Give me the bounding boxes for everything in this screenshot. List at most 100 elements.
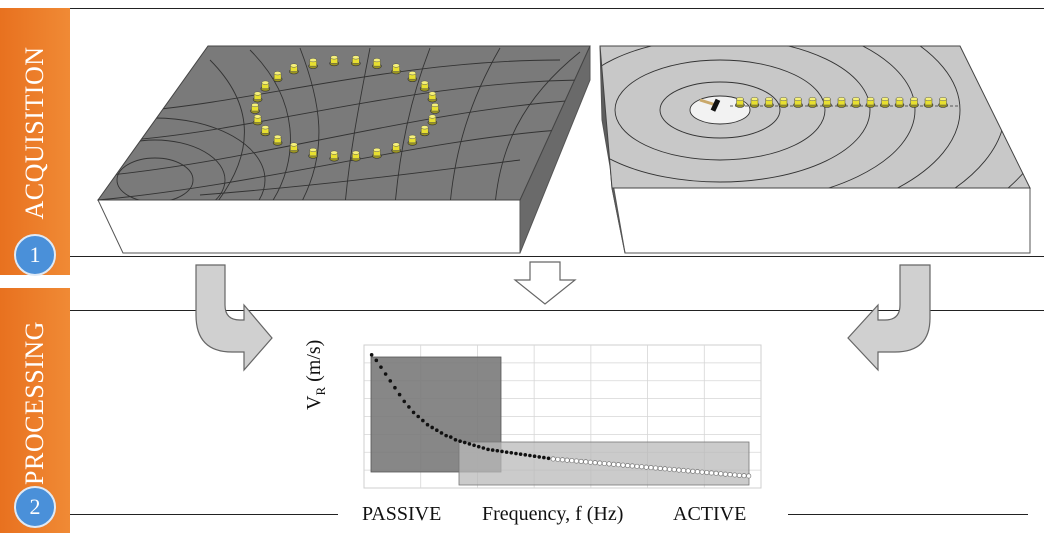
- passive-surface: [97, 45, 591, 201]
- passive-data-point: [542, 455, 546, 460]
- passive-geophone: [372, 58, 382, 69]
- top-border-line: [70, 8, 1044, 9]
- active-data-point: [559, 457, 566, 463]
- passive-data-point: [430, 425, 434, 430]
- active-data-point: [736, 472, 742, 478]
- passive-data-point: [462, 440, 467, 445]
- processing-top-line: [70, 310, 1044, 311]
- y-axis-label-main: V: [303, 395, 325, 410]
- active-data-point: [634, 463, 640, 469]
- hammer-head: [710, 98, 721, 112]
- active-data-point: [564, 457, 570, 463]
- passive-label: PASSIVE: [362, 503, 442, 525]
- active-data-point: [699, 469, 705, 475]
- passive-geophone: [329, 55, 339, 67]
- passive-data-point: [476, 444, 481, 449]
- passive-data-point: [504, 450, 509, 454]
- passive-geophone: [260, 80, 271, 92]
- passive-geophone: [419, 125, 430, 137]
- passive-geophone: [372, 147, 382, 159]
- active-geophone: [793, 96, 803, 108]
- active-data-point: [629, 463, 635, 469]
- passive-geophone: [427, 91, 438, 103]
- passive-data-point: [467, 442, 472, 446]
- passive-geophone: [427, 114, 438, 126]
- passive-geophone: [308, 58, 318, 69]
- active-data-point: [648, 465, 654, 471]
- active-data-point: [578, 458, 584, 464]
- passive-geophone: [308, 147, 318, 159]
- passive-data-point: [472, 443, 476, 448]
- active-data-point: [615, 462, 621, 468]
- y-axis-label: VR (m/s): [303, 340, 329, 410]
- active-data-point: [722, 471, 728, 477]
- active-geophone: [851, 96, 861, 108]
- active-data-point: [690, 468, 696, 474]
- active-geophone: [735, 96, 745, 108]
- passive-geophone: [407, 71, 418, 82]
- active-geophone: [880, 96, 890, 108]
- passive-data-point: [537, 455, 542, 459]
- passive-data-point: [490, 448, 495, 452]
- active-data-point: [643, 464, 649, 470]
- active-data-point: [746, 473, 752, 479]
- passive-geophone: [252, 114, 263, 126]
- passive-geophone: [272, 71, 283, 82]
- passive-data-point: [514, 451, 518, 456]
- active-data-point: [569, 458, 575, 464]
- active-block-front: [611, 187, 1031, 254]
- center-down-arrow: [513, 261, 577, 305]
- active-data-point: [718, 471, 724, 477]
- active-data-point: [662, 466, 668, 472]
- passive-data-point: [435, 428, 439, 433]
- processing-tab: PROCESSING 2: [0, 288, 70, 533]
- active-geophone: [909, 96, 919, 108]
- active-geophone: [778, 96, 789, 108]
- passive-data-point: [500, 449, 504, 454]
- active-data-point: [704, 469, 710, 476]
- passive-geophone: [329, 150, 339, 162]
- active-data-point: [555, 456, 561, 462]
- passive-geophone: [252, 91, 263, 103]
- passive-data-point: [374, 358, 379, 363]
- step-2-badge: 2: [14, 486, 56, 528]
- passive-data-point: [411, 410, 416, 415]
- passive-data-point: [439, 431, 444, 435]
- passive-block-front: [97, 199, 521, 254]
- dispersion-chart: [363, 344, 762, 489]
- passive-geophone: [351, 55, 361, 67]
- left-curved-arrow: [195, 264, 273, 372]
- passive-data-point: [486, 447, 490, 452]
- passive-data-point: [402, 399, 407, 404]
- passive-data-point: [383, 372, 388, 376]
- acquisition-tab: ACQUISITION 1: [0, 8, 70, 276]
- active-geophone: [764, 96, 774, 108]
- passive-data-point: [388, 379, 393, 383]
- active-geophone: [836, 96, 847, 108]
- active-data-point: [694, 469, 701, 475]
- passive-data-point: [495, 448, 500, 453]
- active-data-point: [657, 465, 663, 471]
- passive-data-point: [481, 446, 486, 450]
- right-curved-arrow: [847, 264, 931, 372]
- passive-geophone: [351, 150, 361, 162]
- active-data-point: [671, 467, 677, 473]
- passive-geophone: [250, 102, 260, 114]
- bottom-right-line: [788, 514, 1028, 515]
- active-data-point: [601, 460, 607, 467]
- acquisition-to-processing-arrows: [195, 261, 931, 372]
- active-data-point: [597, 460, 603, 466]
- active-surface: [599, 45, 1031, 189]
- passive-geophone: [289, 63, 299, 75]
- passive-data-point: [448, 435, 453, 439]
- active-geophone: [894, 96, 905, 108]
- passive-geophone: [407, 134, 418, 146]
- passive-data-point: [523, 453, 528, 457]
- passive-wavefronts: [98, 47, 590, 200]
- chart-points: [369, 353, 752, 479]
- passive-data-point: [379, 365, 383, 369]
- passive-data-point: [425, 422, 430, 427]
- x-axis-label: Frequency, f (Hz): [482, 503, 624, 525]
- step-1-badge: 1: [14, 234, 56, 276]
- passive-data-point: [453, 437, 458, 442]
